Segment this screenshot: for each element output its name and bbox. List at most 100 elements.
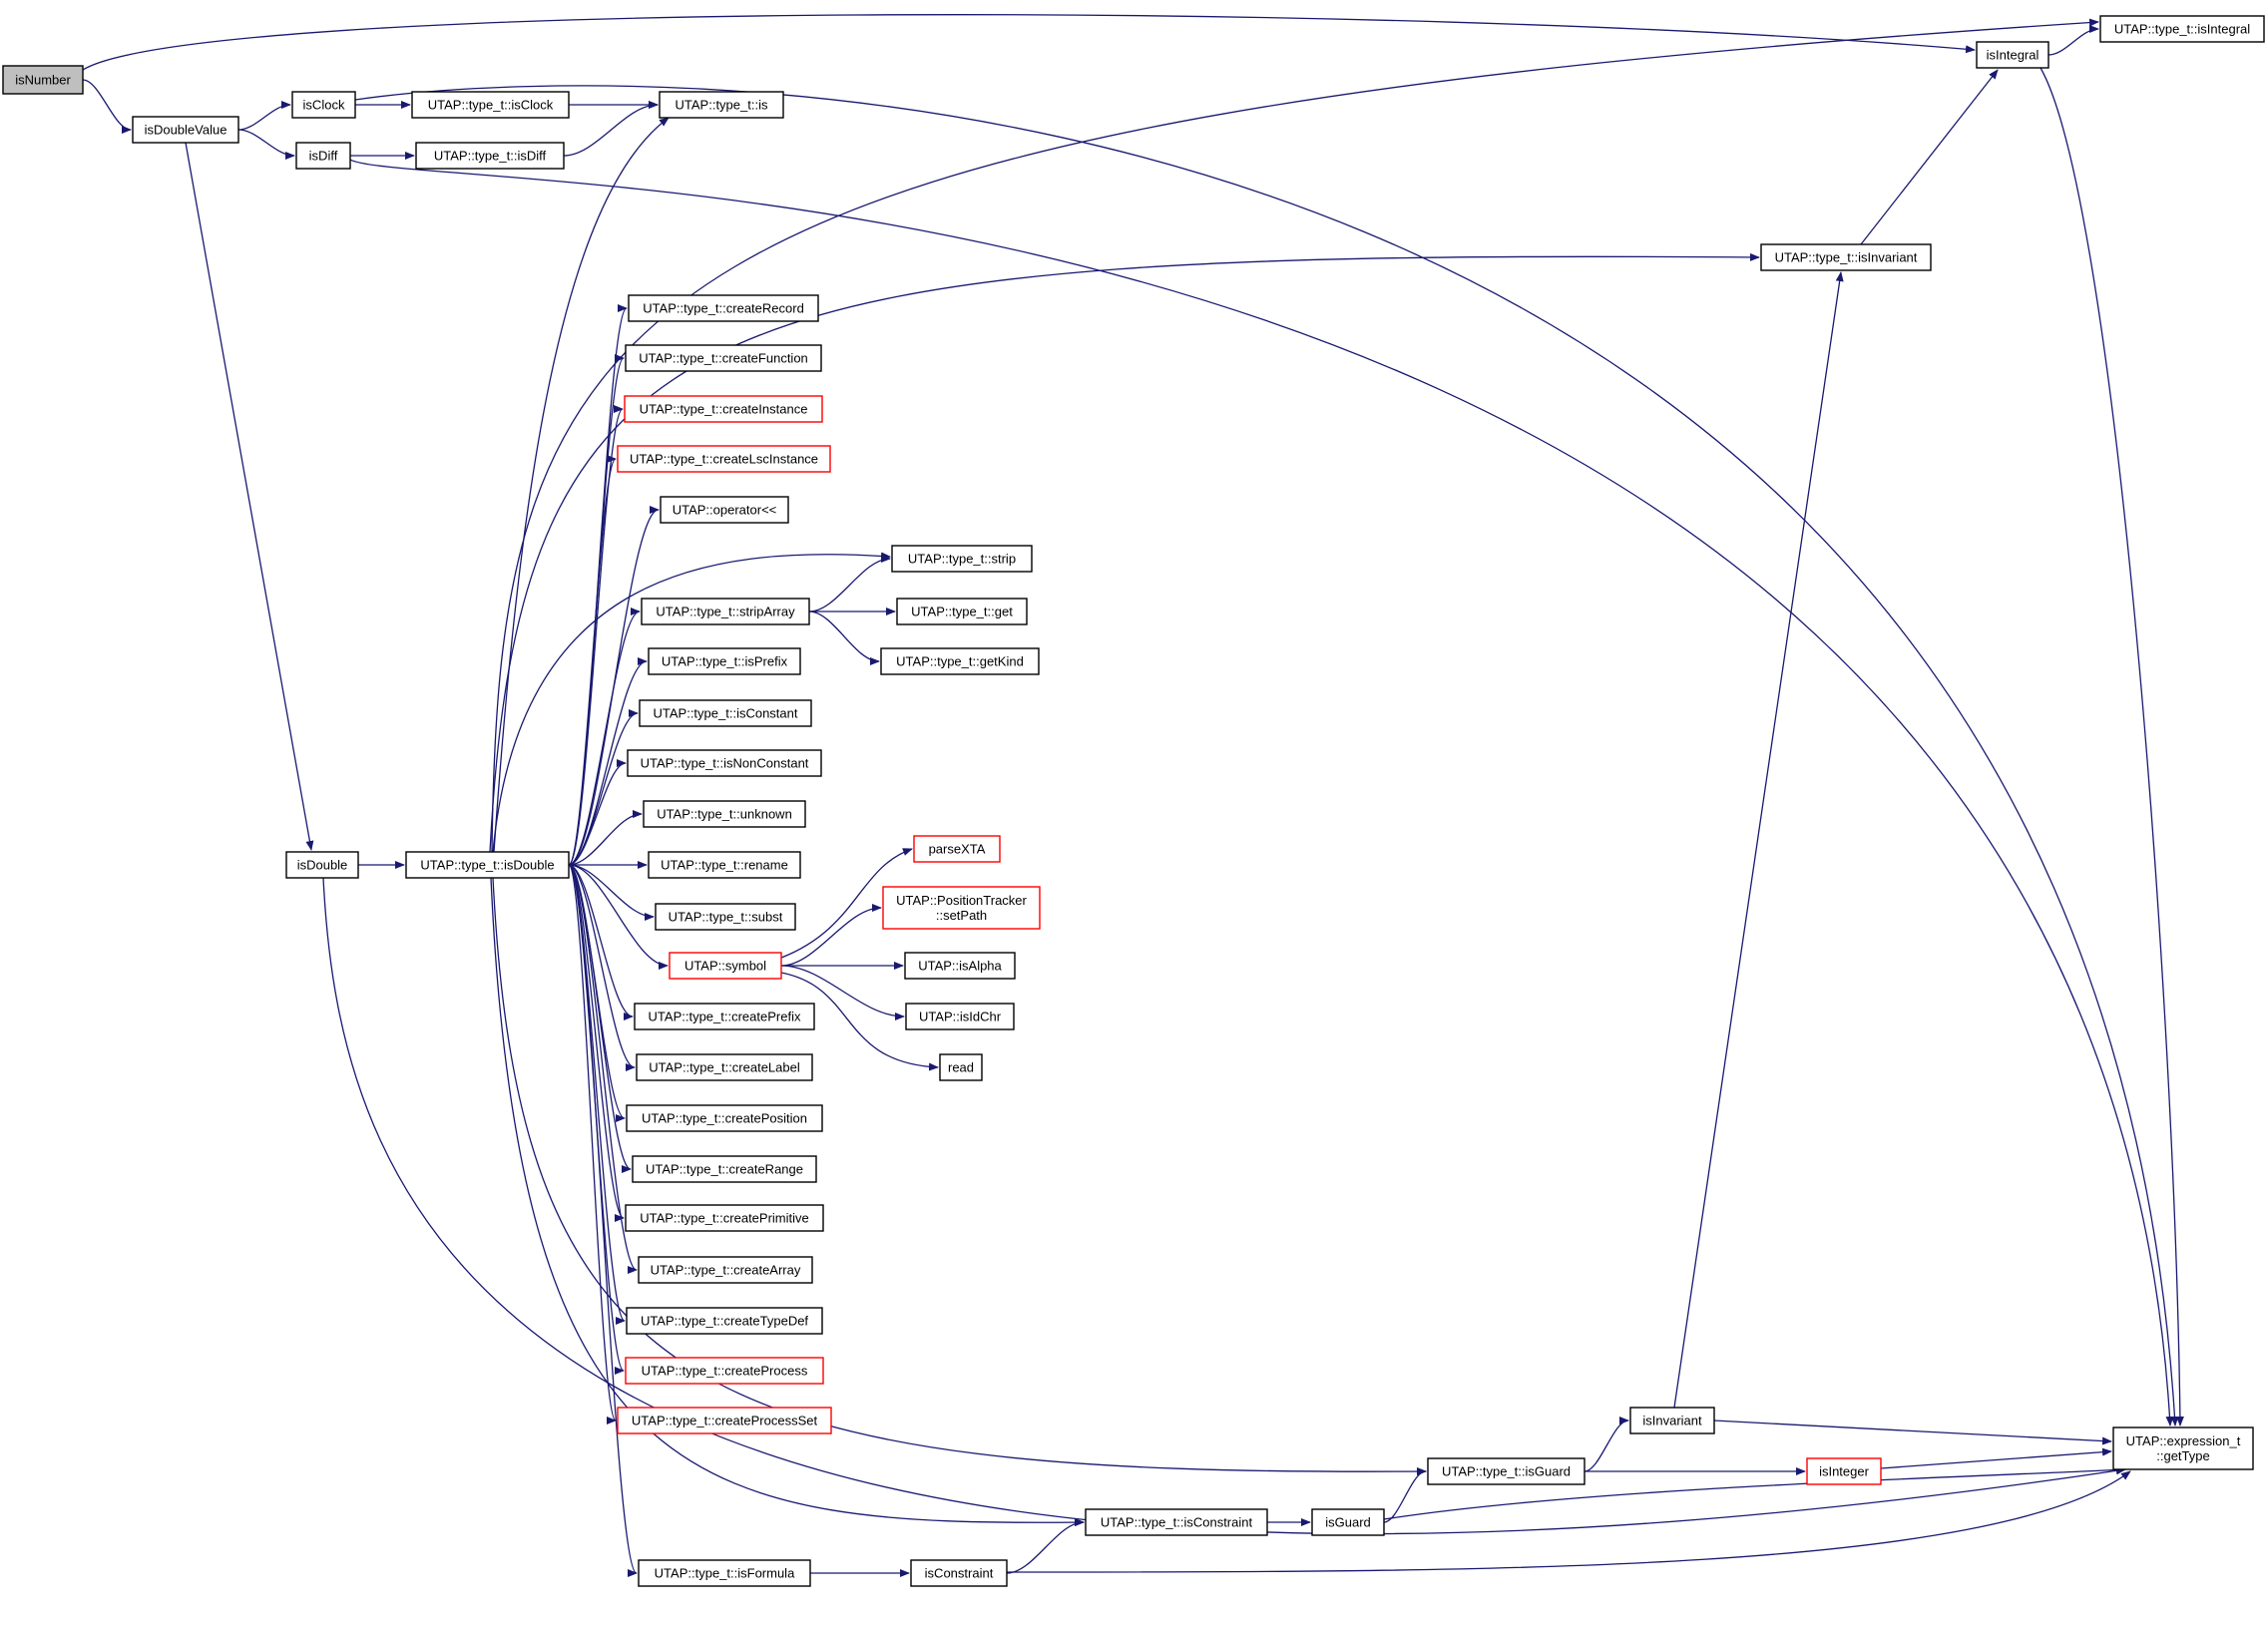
node-getType[interactable]: UTAP::expression_t::getType: [2112, 1426, 2254, 1470]
node-box: [896, 598, 1028, 625]
node-type_isInvariant[interactable]: UTAP::type_t::isInvariant: [1760, 243, 1932, 271]
edge-type_isDouble-to-createLabel: [568, 864, 636, 1071]
node-isPrefix[interactable]: UTAP::type_t::isPrefix: [648, 647, 801, 675]
node-isNonConstant[interactable]: UTAP::type_t::isNonConstant: [627, 749, 822, 777]
node-createPosition[interactable]: UTAP::type_t::createPosition: [626, 1104, 823, 1132]
node-label: UTAP::isIdChr: [919, 1010, 1002, 1024]
node-label: UTAP::expression_t: [2126, 1433, 2241, 1448]
node-stripArray[interactable]: UTAP::type_t::stripArray: [641, 598, 810, 625]
node-isIntegral[interactable]: isIntegral: [1976, 41, 2049, 69]
edge-isDiff-to-getType: [349, 159, 2174, 1426]
node-box: [2, 65, 84, 95]
node-createLscInstance[interactable]: UTAP::type_t::createLscInstance: [617, 445, 831, 473]
node-box: [411, 91, 570, 119]
node-createPrefix[interactable]: UTAP::type_t::createPrefix: [634, 1003, 815, 1030]
node-isDiff[interactable]: isDiff: [295, 142, 351, 170]
node-box: [2112, 1426, 2254, 1470]
node-label: ::getType: [2156, 1448, 2209, 1463]
node-box: [1085, 1508, 1268, 1536]
node-createRange[interactable]: UTAP::type_t::createRange: [632, 1155, 817, 1183]
node-label: isIntegral: [1987, 48, 2040, 63]
node-box: [1311, 1508, 1385, 1536]
node-box: [648, 647, 801, 675]
node-box: [913, 835, 1001, 863]
node-createArray[interactable]: UTAP::type_t::createArray: [638, 1256, 813, 1284]
edge-isInteger-to-getType: [1880, 1447, 2112, 1469]
node-createTypeDef[interactable]: UTAP::type_t::createTypeDef: [626, 1307, 823, 1335]
node-label: UTAP::type_t::isDiff: [434, 149, 547, 164]
node-type_isConstraint[interactable]: UTAP::type_t::isConstraint: [1085, 1508, 1268, 1536]
edge-isNumber-to-isIntegral: [82, 14, 1976, 71]
node-type_is[interactable]: UTAP::type_t::is: [659, 91, 784, 119]
node-box: [660, 496, 789, 524]
node-isFormula[interactable]: UTAP::type_t::isFormula: [638, 1559, 811, 1587]
node-isNumber[interactable]: isNumber: [2, 65, 84, 95]
node-label: UTAP::type_t::createFunction: [639, 351, 808, 366]
edge-type_isDouble-to-type_is: [493, 117, 670, 853]
node-createPrimitive[interactable]: UTAP::type_t::createPrimitive: [625, 1204, 824, 1232]
node-label: UTAP::type_t::isIntegral: [2114, 22, 2250, 37]
node-type_isGuard[interactable]: UTAP::type_t::isGuard: [1427, 1457, 1586, 1485]
node-createProcess[interactable]: UTAP::type_t::createProcess: [625, 1357, 824, 1385]
edge-symbol-to-read: [780, 972, 939, 1071]
node-box: [617, 1407, 832, 1434]
node-isClock[interactable]: isClock: [291, 91, 356, 119]
node-isConstraint[interactable]: isConstraint: [910, 1559, 1008, 1587]
node-isIdChr[interactable]: UTAP::isIdChr: [905, 1003, 1015, 1030]
node-subst[interactable]: UTAP::type_t::subst: [655, 903, 796, 931]
edge-type_isDouble-to-unknown: [568, 810, 643, 866]
node-read[interactable]: read: [939, 1053, 983, 1081]
node-isGuard[interactable]: isGuard: [1311, 1508, 1385, 1536]
node-label: UTAP::type_t::isDouble: [420, 858, 554, 873]
node-box: [669, 952, 782, 980]
node-box: [641, 598, 810, 625]
node-label: UTAP::type_t::isClock: [428, 98, 554, 113]
edge-type_isDouble-to-isNonConstant: [568, 759, 627, 866]
node-type_isIntegral[interactable]: UTAP::type_t::isIntegral: [2099, 15, 2265, 43]
node-label: isGuard: [1325, 1515, 1371, 1530]
node-box: [625, 344, 822, 372]
node-operator_lshift[interactable]: UTAP::operator<<: [660, 496, 789, 524]
node-createRecord[interactable]: UTAP::type_t::createRecord: [628, 294, 819, 322]
node-isDoubleValue[interactable]: isDoubleValue: [132, 116, 239, 144]
node-parseXTA[interactable]: parseXTA: [913, 835, 1001, 863]
node-label: UTAP::type_t::createInstance: [640, 402, 808, 417]
node-box: [415, 142, 565, 170]
node-box: [648, 851, 801, 879]
node-box: [285, 851, 359, 879]
node-box: [626, 1307, 823, 1335]
node-unknown[interactable]: UTAP::type_t::unknown: [643, 800, 806, 828]
node-createInstance[interactable]: UTAP::type_t::createInstance: [624, 395, 823, 423]
node-label: UTAP::type_t::isInvariant: [1775, 250, 1918, 265]
node-isConstant[interactable]: UTAP::type_t::isConstant: [639, 699, 812, 727]
node-symbol[interactable]: UTAP::symbol: [669, 952, 782, 980]
node-box: [638, 1256, 813, 1284]
node-isInteger[interactable]: isInteger: [1806, 1457, 1882, 1485]
node-box: [639, 699, 812, 727]
edge-type_isDiff-to-type_is: [563, 101, 659, 157]
node-label: UTAP::type_t::isFormula: [655, 1566, 795, 1581]
node-box: [1760, 243, 1932, 271]
edge-stripArray-to-getKind: [808, 610, 880, 665]
node-createProcessSet[interactable]: UTAP::type_t::createProcessSet: [617, 1407, 832, 1434]
node-label: isNumber: [15, 73, 71, 88]
node-rename[interactable]: UTAP::type_t::rename: [648, 851, 801, 879]
node-type_isDouble[interactable]: UTAP::type_t::isDouble: [405, 851, 570, 879]
node-type_isDiff[interactable]: UTAP::type_t::isDiff: [415, 142, 565, 170]
node-box: [405, 851, 570, 879]
node-isAlpha[interactable]: UTAP::isAlpha: [904, 952, 1016, 980]
edge-symbol-to-setPath: [780, 904, 882, 967]
node-box: [628, 294, 819, 322]
node-label: ::setPath: [936, 908, 987, 923]
node-createLabel[interactable]: UTAP::type_t::createLabel: [636, 1053, 813, 1081]
node-getKind[interactable]: UTAP::type_t::getKind: [880, 647, 1040, 675]
node-createFunction[interactable]: UTAP::type_t::createFunction: [625, 344, 822, 372]
node-strip[interactable]: UTAP::type_t::strip: [891, 545, 1033, 573]
node-isInvariant[interactable]: isInvariant: [1629, 1407, 1715, 1434]
node-label: UTAP::type_t::isGuard: [1442, 1464, 1571, 1479]
node-isDouble[interactable]: isDouble: [285, 851, 359, 879]
node-get[interactable]: UTAP::type_t::get: [896, 598, 1028, 625]
edge-type_isInvariant-to-isIntegral: [1860, 69, 1999, 245]
node-type_isClock[interactable]: UTAP::type_t::isClock: [411, 91, 570, 119]
node-setPath[interactable]: UTAP::PositionTracker::setPath: [882, 886, 1041, 930]
